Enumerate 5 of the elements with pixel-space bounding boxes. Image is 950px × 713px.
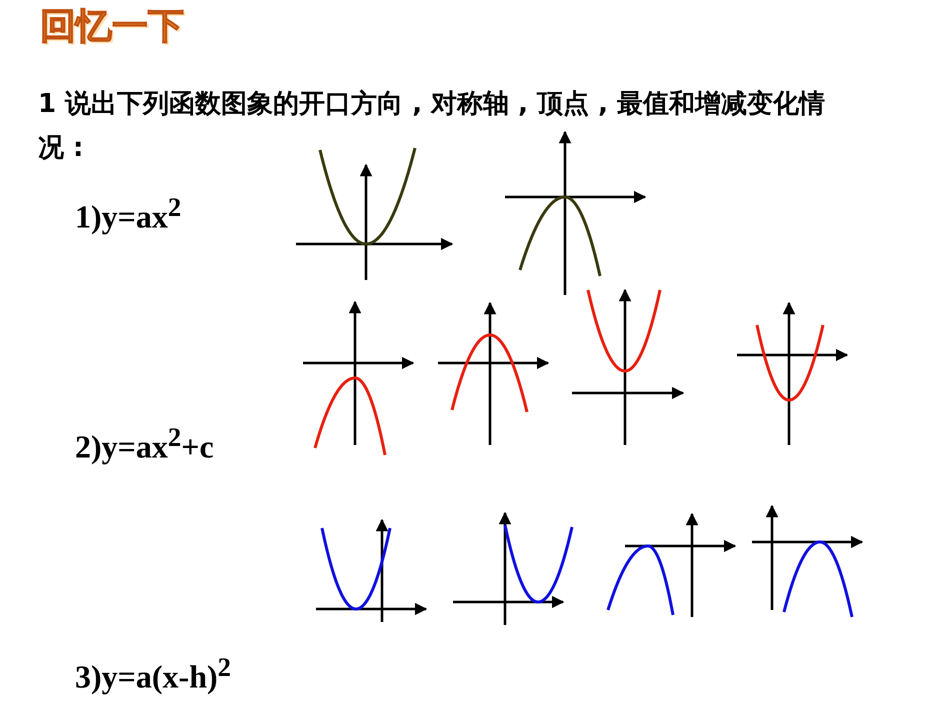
formula-label: 3)y=a(x-h)$^{2}$ bbox=[75, 652, 231, 696]
title-text: 回忆一下 bbox=[40, 5, 184, 49]
question-text: 1 说出下列函数图象的开口方向 , 对称轴 , 顶点 , 最值和增减变化情况 : bbox=[38, 88, 826, 165]
formula-label: 2)y=ax$^{2}$+c bbox=[75, 422, 214, 466]
formula-label: 1)y=ax$^{2}$ bbox=[75, 192, 182, 236]
